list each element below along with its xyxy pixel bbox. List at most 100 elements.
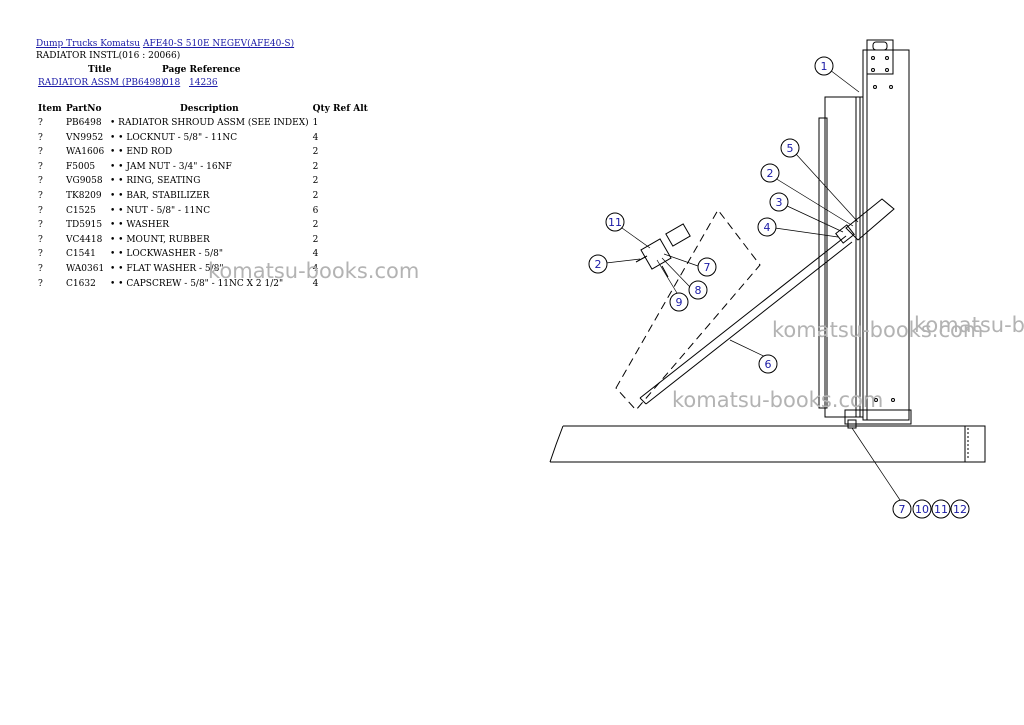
bolt-hole [874,398,878,402]
row-qty: 2 [312,176,319,187]
reference-row: RADIATOR ASSM (PB6498) 018 14236 [36,77,496,90]
row-description: • • LOCKWASHER - 5/8" [110,249,224,260]
row-partno: VC4418 [66,234,103,245]
svg-text:2: 2 [595,258,602,271]
callout-2-detail[interactable]: 2 [588,254,608,274]
row-description: • RADIATOR SHROUD ASSM (SEE INDEX) [110,118,309,128]
row-item: ? [38,118,43,128]
row-item: ? [38,278,43,289]
reference-page-link[interactable]: 018 [163,78,181,88]
svg-text:11: 11 [608,216,622,229]
detail-rod [635,255,648,263]
callout-3[interactable]: 3 [769,192,789,212]
header-qty-ref-alt: Qty Ref Alt [312,103,368,114]
callout-2[interactable]: 2 [760,163,780,183]
lifting-eye [872,41,888,51]
breadcrumb-link-dump-trucks[interactable]: Dump Trucks Komatsu [36,39,141,49]
header-description: Description [179,103,239,114]
reference-title-header: Title [88,65,112,75]
callout-9[interactable]: 9 [669,292,689,312]
table-row: ?WA0361• • FLAT WASHER - 5/8"4 [38,263,377,278]
row-qty: 4 [312,278,319,289]
reference-page-header: Page Reference [162,65,241,75]
row-item: ? [38,190,43,201]
row-item: ? [38,161,43,172]
row-partno: TD5915 [66,220,103,231]
row-partno: VG9058 [66,176,103,187]
breadcrumb-link-model[interactable]: AFE40-S 510E NEGEV(AFE40-S) [142,39,295,49]
svg-text:2: 2 [767,167,774,180]
table-row: ? TD5915 • • WASHER 2 [38,219,377,234]
callout-7-base[interactable]: 7 [892,499,912,519]
row-item: ? [38,249,43,260]
bolt-hole [891,398,895,402]
detail-box [615,209,761,411]
row-description: • • LOCKNUT - 5/8" - 11NC [110,132,238,143]
row-qty: 2 [312,161,319,172]
row-partno: C1525 [66,205,96,216]
detail-mount [665,223,691,247]
row-description: • • BAR, STABILIZER [110,190,210,201]
parts-table-header: Item PartNo Description Qty Ref Alt [38,102,377,117]
callout-5[interactable]: 5 [780,138,800,158]
row-qty: 2 [312,190,319,201]
svg-text:12: 12 [953,503,967,516]
header-item: Item [38,103,62,114]
row-item: ? [38,220,43,231]
callout-10[interactable]: 10 [912,499,932,519]
lifting-bracket [866,39,894,75]
watermark: komatsu-books.com [672,388,884,412]
row-qty: 4 [312,249,319,260]
watermark: komatsu-books.com [772,318,984,342]
row-item: ? [38,234,43,245]
table-row: ?C1632• • CAPSCREW - 5/8" - 11NC X 2 1/2… [38,278,377,293]
row-qty: 4 [312,263,319,274]
mount-block [845,198,895,241]
callout-4[interactable]: 4 [757,217,777,237]
row-description: • • NUT - 5/8" - 11NC [110,205,211,216]
row-qty: 1 [312,118,319,128]
callout-11[interactable]: 11 [605,212,625,232]
callout-8[interactable]: 8 [688,280,708,300]
row-qty: 2 [312,220,319,231]
svg-text:6: 6 [765,358,772,371]
breadcrumb: Dump Trucks Komatsu AFE40-S 510E NEGEV(A… [36,38,496,50]
watermark: komatsu-books.com [208,259,420,283]
svg-text:10: 10 [915,503,929,516]
row-description: • • CAPSCREW - 5/8" - 11NC X 2 1/2" [110,278,284,289]
callout-6[interactable]: 6 [758,354,778,374]
bolt-hole [885,68,889,72]
reference-title-link[interactable]: RADIATOR ASSM (PB6498) [38,78,165,88]
reference-ref-link[interactable]: 14236 [189,78,218,88]
table-row: ?PB6498• RADIATOR SHROUD ASSM (SEE INDEX… [38,117,377,132]
callout-7[interactable]: 7 [697,257,717,277]
row-qty: 4 [312,132,319,143]
row-item: ? [38,205,43,216]
reference-header: Title Page Reference [36,64,496,77]
row-partno: C1541 [66,249,96,260]
row-description: • • END ROD [110,147,173,158]
row-description: • • WASHER [110,220,170,231]
stabilizer-bar-end [639,397,647,405]
row-description: • • FLAT WASHER - 5/8" [110,263,224,274]
callout-1[interactable]: 1 [814,56,834,76]
svg-text:8: 8 [695,284,702,297]
parts-table: Item PartNo Description Qty Ref Alt ?PB6… [38,102,377,292]
svg-text:11: 11 [934,503,948,516]
callout-11-base[interactable]: 11 [931,499,951,519]
svg-text:7: 7 [704,261,711,274]
callout-12[interactable]: 12 [950,499,970,519]
svg-text:5: 5 [787,142,794,155]
row-item: ? [38,132,43,143]
row-item: ? [38,147,43,158]
header-partno: PartNo [66,103,102,114]
frame-post [862,49,910,421]
svg-text:1: 1 [821,60,828,73]
